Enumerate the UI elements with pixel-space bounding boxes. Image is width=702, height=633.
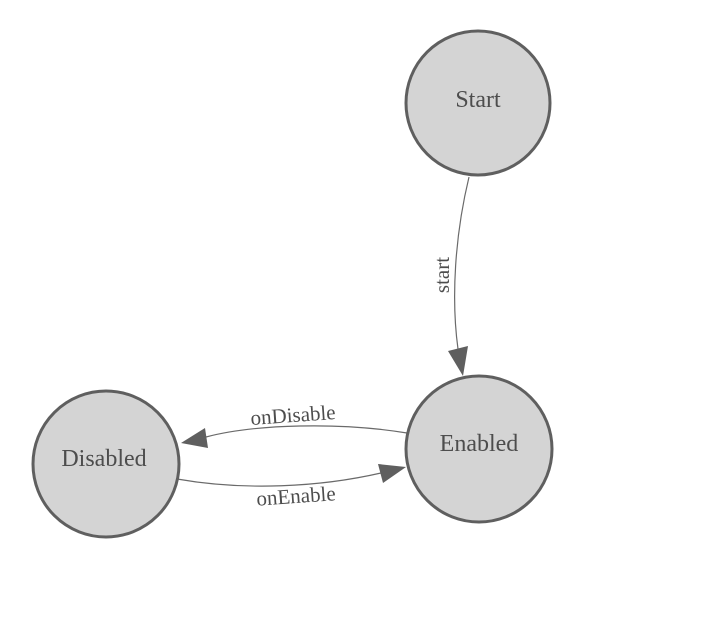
edge-enabled-to-disabled-arrowhead-icon: [181, 428, 208, 448]
edge-enabled-to-disabled-line: [205, 425, 408, 438]
edge-start-to-enabled-arrowhead-icon: [448, 346, 468, 376]
edge-disabled-to-enabled: onEnable: [176, 464, 406, 511]
state-node-disabled-label: Disabled: [61, 446, 146, 472]
edge-disabled-to-enabled-arrowhead-icon: [378, 464, 406, 483]
edge-enabled-to-disabled: onDisable: [181, 400, 408, 448]
edge-label-ondisable: onDisable: [250, 400, 337, 430]
state-node-start-label: Start: [455, 87, 501, 113]
state-node-start: Start: [404, 29, 552, 177]
state-node-disabled: Disabled: [31, 389, 181, 539]
edge-start-to-enabled: start: [430, 176, 470, 376]
state-node-enabled-circle: [404, 374, 554, 524]
state-node-enabled-label: Enabled: [440, 431, 519, 457]
state-node-enabled: Enabled: [404, 374, 554, 524]
edge-label-start: start: [430, 257, 454, 293]
edge-start-to-enabled-line: [454, 176, 470, 350]
edge-disabled-to-enabled-line: [176, 472, 382, 487]
state-node-start-circle: [404, 29, 552, 177]
state-node-disabled-circle: [31, 389, 181, 539]
edge-label-onenable: onEnable: [256, 481, 337, 510]
